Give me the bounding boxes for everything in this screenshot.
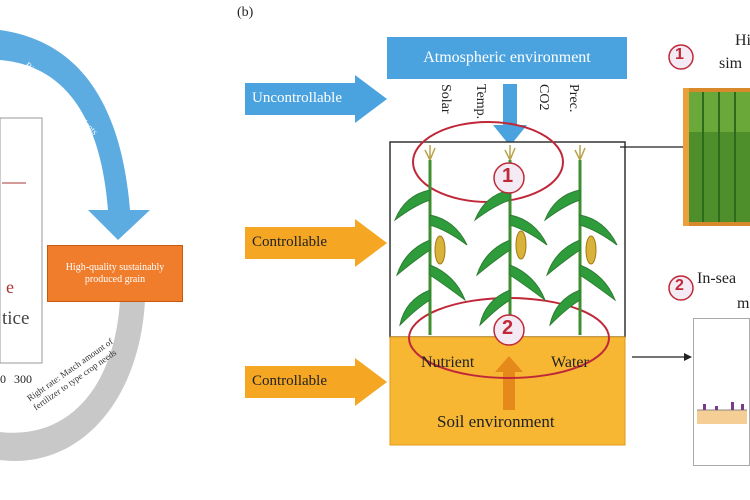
left-panel-graphic <box>0 30 150 461</box>
right-marker-number-1: 1 <box>675 46 684 63</box>
controllable-label-2: Controllable <box>252 373 327 389</box>
factor-solar: Solar <box>438 84 453 114</box>
inner-plot-frame <box>0 117 43 364</box>
gray-arc <box>0 300 145 461</box>
partial-word-tice: tice <box>2 308 30 329</box>
nutrient-label: Nutrient <box>421 354 475 371</box>
corn-plant-3 <box>543 145 618 335</box>
water-label: Water <box>551 354 589 371</box>
atmosphere-down-arrow <box>493 84 527 146</box>
right-top-text-1: Hi <box>735 32 750 49</box>
grain-box: High-quality sustainably produced grain <box>47 245 183 302</box>
soil-label: Soil environment <box>437 412 555 431</box>
crop-system-graphic <box>389 84 626 446</box>
panel-label-b: (b) <box>237 5 254 20</box>
axis-tick-300: 300 <box>14 372 32 386</box>
blue-arc <box>0 30 150 240</box>
right-marker-number-2: 2 <box>675 277 684 294</box>
corn-plant-2 <box>473 145 548 335</box>
right-top-text-2: sim <box>719 55 743 72</box>
controllable-label-1: Controllable <box>252 234 327 250</box>
marker-circle-2 <box>493 314 525 346</box>
right-bottom-text-2: m <box>737 295 750 312</box>
atmosphere-box: Atmospheric environment <box>387 37 627 79</box>
right-marker-2-circle <box>668 275 694 301</box>
marker-circle-1 <box>493 162 525 194</box>
field-photo <box>683 88 750 226</box>
partial-word-e: e <box>6 277 14 297</box>
marker-number-1: 1 <box>502 165 514 187</box>
small-chart <box>693 318 750 466</box>
grain-box-label: High-quality sustainably produced grain <box>65 261 165 285</box>
factor-co2: CO2 <box>536 84 551 111</box>
controllable-arrow-1 <box>245 219 387 267</box>
corn-plant-1 <box>393 145 468 335</box>
atmosphere-label: Atmospheric environment <box>423 49 591 66</box>
factor-temp: Temp. <box>473 84 488 120</box>
uncontrollable-arrow <box>245 75 387 123</box>
factor-prec: Prec. <box>566 84 581 113</box>
soil-up-arrow <box>495 356 523 410</box>
axis-tick-0: 0 <box>0 372 6 386</box>
uncontrollable-label: Uncontrollable <box>252 90 342 106</box>
right-marker-1-circle <box>668 44 694 70</box>
right-bottom-text-1: In-sea <box>697 270 737 287</box>
controllable-arrow-2 <box>245 358 387 406</box>
marker-number-2: 2 <box>502 317 514 339</box>
